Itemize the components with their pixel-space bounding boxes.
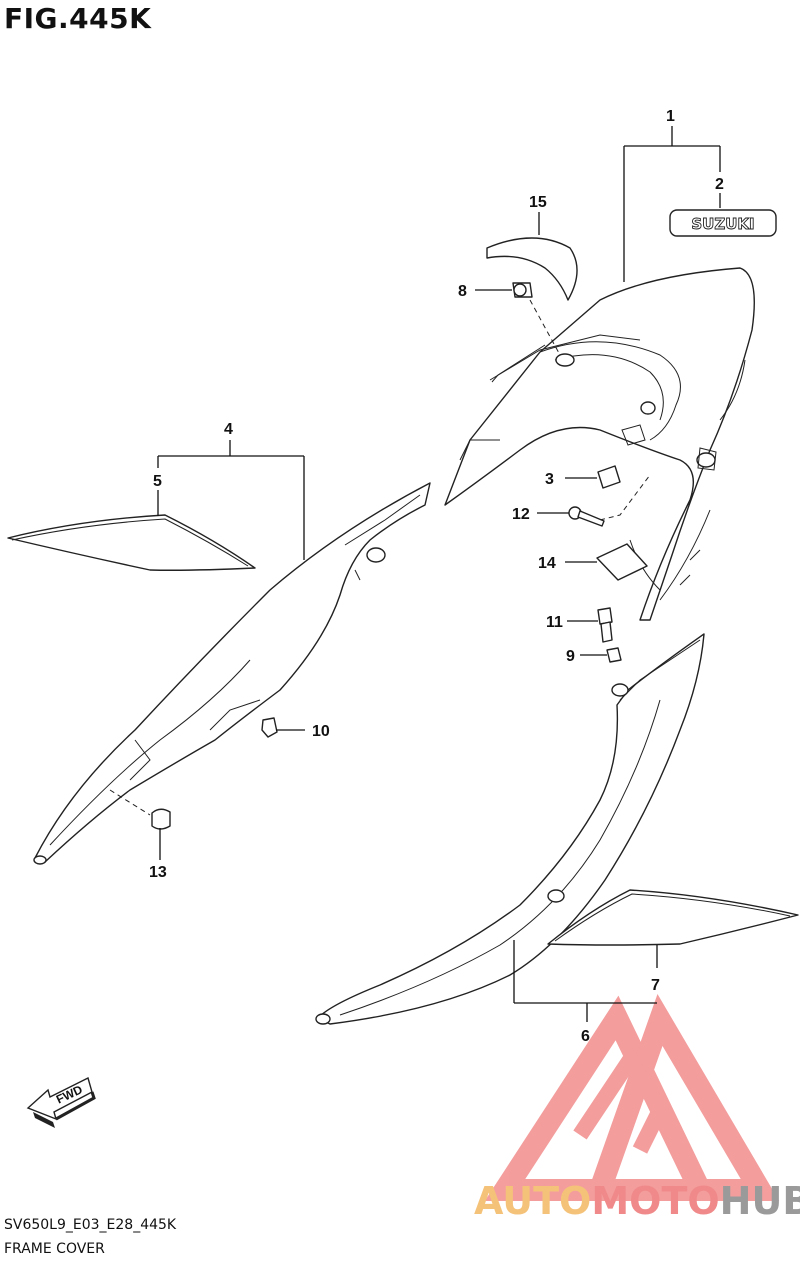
callout-6: 6 [581, 1028, 590, 1045]
figure-title: FIG.445K [4, 2, 152, 35]
callout-2: 2 [715, 176, 724, 193]
callout-8: 8 [458, 283, 467, 300]
tail-cowl-part-1 [444, 267, 755, 621]
right-frame-cover-part-6 [315, 633, 705, 1025]
fastener-line-12 [599, 474, 651, 521]
pad-part-15 [486, 237, 578, 301]
callout-13: 13 [149, 864, 167, 881]
fwd-arrow-icon: FWD [26, 1076, 96, 1128]
callout-3: 3 [545, 471, 554, 488]
svg-text:SUZUKI: SUZUKI [691, 215, 754, 233]
watermark-text: AUTOMOTOHUB [474, 1179, 800, 1223]
bolt-part-11 [597, 607, 613, 643]
grommet-part-13 [151, 808, 171, 830]
nut-part-9 [606, 647, 622, 663]
callout-9: 9 [566, 648, 575, 665]
callout-numbers: 1 2 3 4 5 6 7 8 9 10 11 12 13 14 15 [149, 108, 724, 1045]
leader-lines [157, 126, 721, 1022]
callout-1: 1 [666, 108, 675, 125]
clip-part-10 [261, 717, 278, 738]
callout-4: 4 [224, 421, 233, 438]
callout-15: 15 [529, 194, 547, 211]
callout-5: 5 [153, 473, 162, 490]
callout-10: 10 [312, 723, 330, 740]
right-plate-part-7 [547, 889, 799, 946]
callout-12: 12 [512, 506, 530, 523]
pad-part-14 [596, 543, 648, 581]
suzuki-emblem-part-2: SUZUKI [669, 209, 777, 237]
callout-7: 7 [651, 977, 660, 994]
left-frame-cover-part-4 [33, 482, 431, 865]
fastener-line-8 [529, 299, 561, 356]
cushion-part-3 [597, 465, 621, 489]
diagram-code: SV650L9_E03_E28_445K [4, 1217, 177, 1233]
callout-11: 11 [546, 614, 563, 631]
watermark-logo [484, 994, 780, 1201]
callout-14: 14 [538, 555, 556, 572]
fastener-line-13 [109, 789, 151, 816]
screw-part-8 [512, 282, 533, 298]
diagram-name: FRAME COVER [4, 1241, 105, 1257]
left-plate-part-5 [7, 514, 256, 571]
bolt-part-12 [568, 506, 605, 527]
